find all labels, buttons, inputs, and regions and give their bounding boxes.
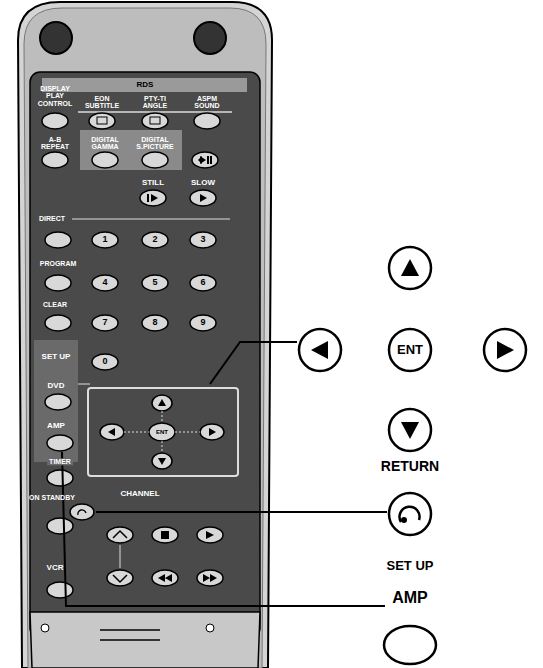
group-caption: RDS <box>137 81 154 89</box>
button-caption: ENT <box>397 343 423 357</box>
button-caption: PROGRAM <box>40 260 77 267</box>
callout-label: AMP <box>390 590 430 607</box>
button-number: 6 <box>200 278 205 287</box>
button-caption: CLEAR <box>43 301 67 308</box>
button-caption: SET UP <box>41 353 71 361</box>
button-caption: A-B REPEAT <box>38 136 72 151</box>
button-number: 3 <box>200 235 205 244</box>
button-number: 0 <box>102 357 107 366</box>
callout-label: RETURN <box>381 459 439 474</box>
button-caption: VCR <box>47 564 64 572</box>
button-caption: CHANNEL <box>118 490 161 498</box>
button-caption: DIGITAL GAMMA <box>83 136 127 151</box>
button-caption: AMP <box>47 422 65 430</box>
button-number: 5 <box>152 278 157 287</box>
button-number: 9 <box>200 318 205 327</box>
button-caption: DIRECT <box>39 215 65 222</box>
button-number: 2 <box>152 235 157 244</box>
button-number: 4 <box>102 278 107 287</box>
button-caption: TIMER <box>47 458 73 465</box>
button-caption: ASPM SOUND <box>187 95 227 110</box>
button-number: 1 <box>102 235 107 244</box>
button-number: 7 <box>102 318 107 327</box>
button-caption: PTY-TI ANGLE <box>135 95 175 110</box>
button-number: 8 <box>152 318 157 327</box>
button-caption: EON SUBTITLE <box>82 95 122 110</box>
button-caption: DISPLAY PLAY CONTROL <box>31 85 79 107</box>
button-caption: DVD <box>48 382 65 390</box>
callout-label: SET UP <box>380 559 440 573</box>
button-caption: ON STANDBY <box>29 494 75 501</box>
button-caption: ENT <box>156 429 168 435</box>
button-caption: SLOW <box>191 179 215 187</box>
button-caption: STILL <box>142 179 164 187</box>
button-caption: DIGITAL S.PICTURE <box>130 136 180 151</box>
